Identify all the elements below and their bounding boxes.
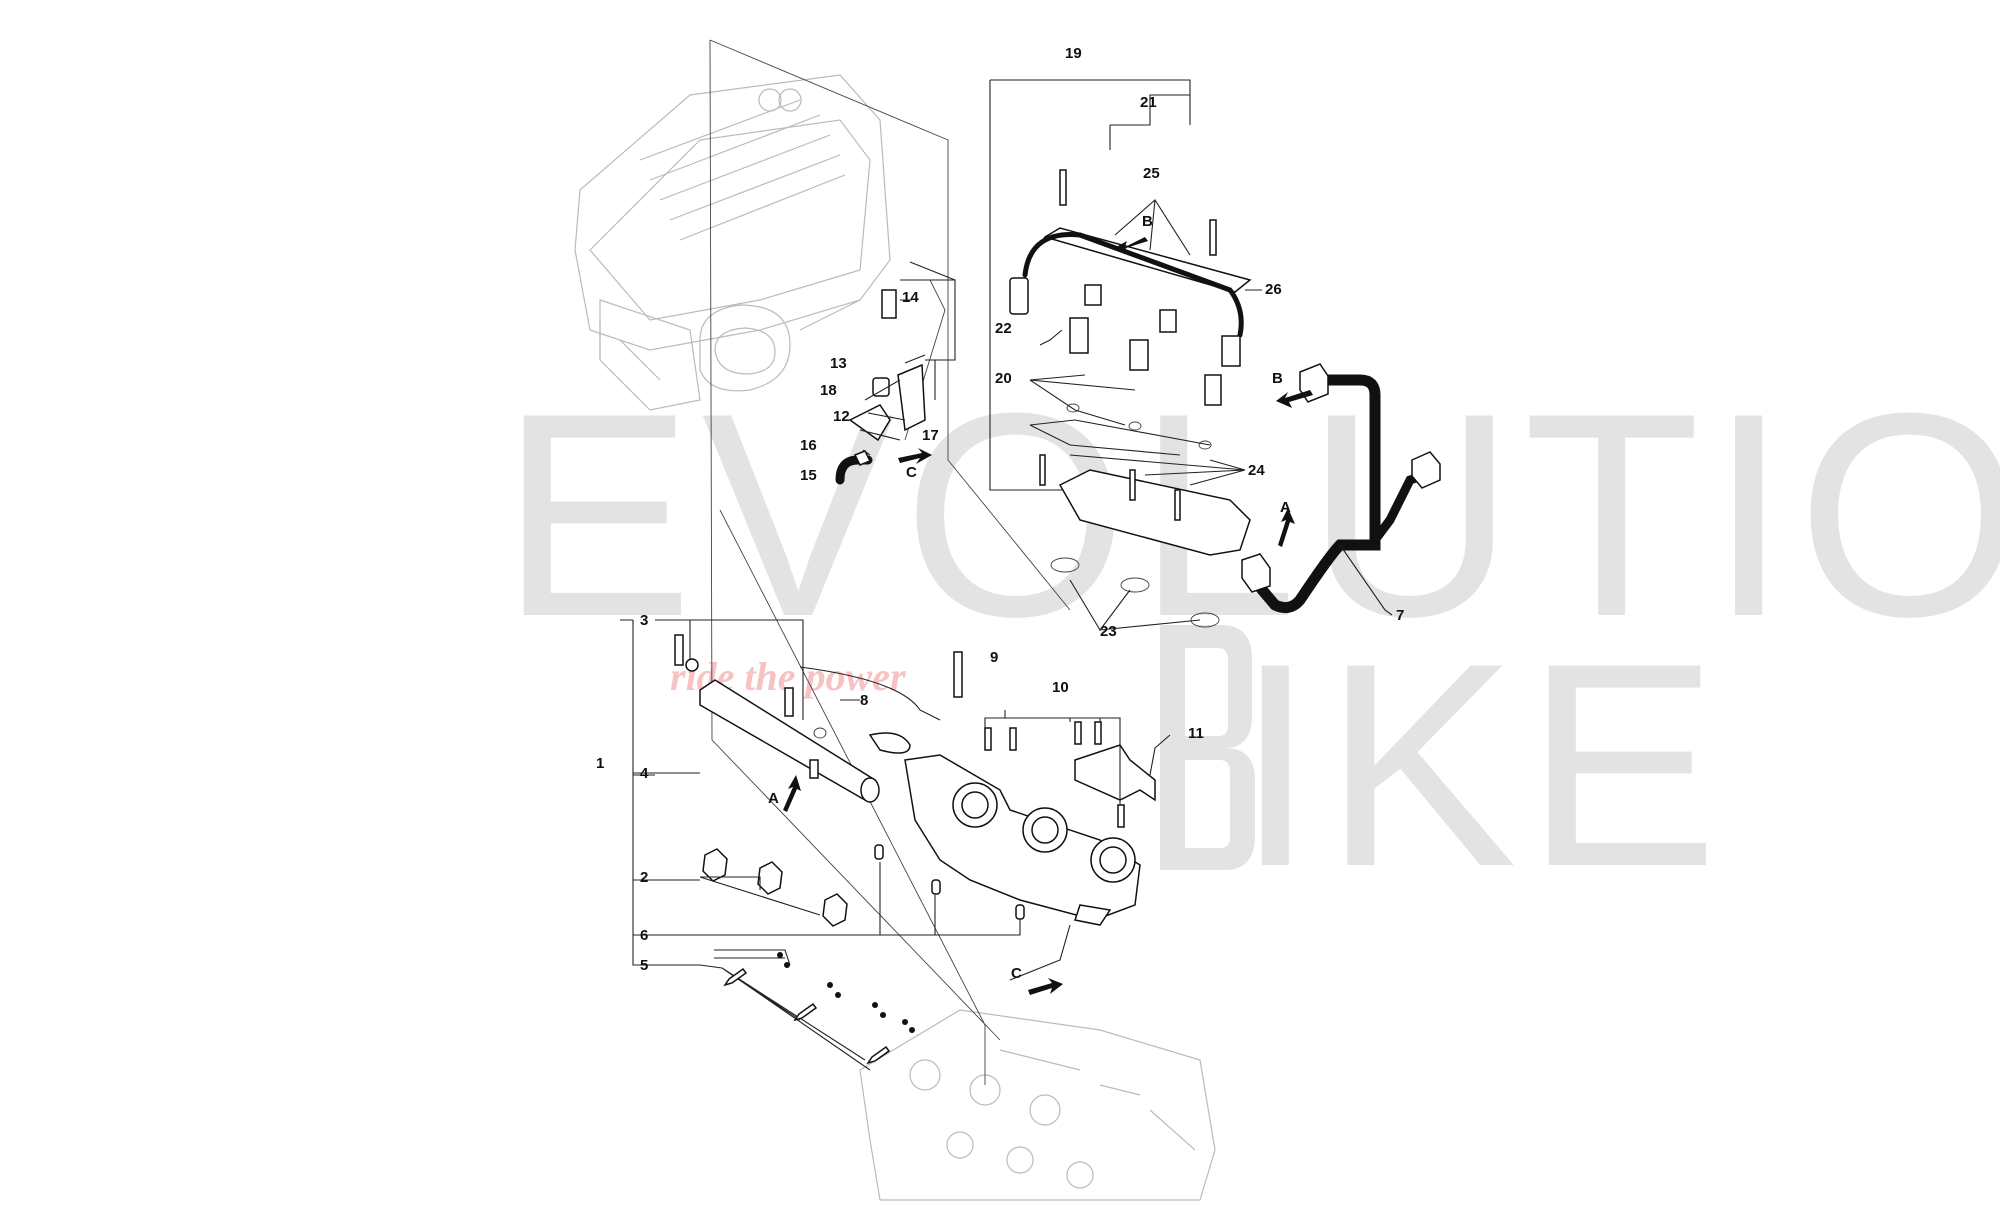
- callout-15: 15: [800, 467, 817, 484]
- callout-25: 25: [1143, 165, 1160, 182]
- arrow-b-rail: [1118, 237, 1148, 252]
- watermark-word-evolution: EVOLUTION: [500, 353, 2000, 677]
- callout-12: 12: [833, 408, 850, 425]
- callout-18: 18: [820, 382, 837, 399]
- callout-2: 2: [640, 869, 648, 886]
- callout-5: 5: [640, 957, 648, 974]
- callout-3: 3: [640, 612, 648, 629]
- callout-7: 7: [1396, 607, 1404, 624]
- arrow-label-c-body: C: [1011, 965, 1022, 982]
- callout-8: 8: [860, 692, 868, 709]
- arrow-label-b-rail: B: [1142, 213, 1153, 230]
- cylinder-head: [859, 1009, 1216, 1201]
- perspective-lines: [709, 39, 1071, 1085]
- watermark-b-glyph: [1160, 625, 1255, 870]
- callout-16: 16: [800, 437, 817, 454]
- callout-4: 4: [640, 765, 649, 782]
- fuel-hose-assembly: [1241, 363, 1441, 616]
- throttle-body-group: [620, 619, 1171, 1071]
- arrow-b-hose: [1276, 390, 1313, 408]
- callout-6: 6: [640, 927, 648, 944]
- arrow-a-rail: [783, 775, 801, 812]
- callout-14: 14: [902, 289, 919, 306]
- airbox-assembly: [574, 74, 891, 411]
- arrow-letter-labels: A A B B C C: [768, 213, 1291, 982]
- arrow-label-a-rail: A: [768, 790, 779, 807]
- arrow-a-hose: [1278, 508, 1295, 547]
- callout-19: 19: [1065, 45, 1082, 62]
- callout-24: 24: [1248, 462, 1265, 479]
- callout-labels: 1 2 3 4 5 6 7 8 9 10 11 12 13 14 15 16 1…: [596, 45, 1404, 974]
- callout-10: 10: [1052, 679, 1069, 696]
- callout-21: 21: [1140, 94, 1157, 111]
- watermark: EVOLUTION IKE ride the power: [500, 353, 2000, 927]
- direction-arrows: [783, 237, 1313, 995]
- arrow-label-a-hose: A: [1280, 499, 1291, 516]
- callout-11: 11: [1188, 725, 1204, 742]
- arrow-c-bracket: [898, 448, 932, 464]
- arrow-label-c-bracket: C: [906, 464, 917, 481]
- bracket-group: [835, 261, 956, 485]
- callout-17: 17: [922, 427, 939, 444]
- watermark-word-ike: IKE: [1235, 603, 1726, 927]
- arrow-c-body: [1028, 978, 1063, 995]
- callout-26: 26: [1265, 281, 1282, 298]
- callout-23: 23: [1100, 623, 1117, 640]
- callout-9: 9: [990, 649, 998, 666]
- upper-fuel-rail-group: [989, 79, 1262, 631]
- callout-20: 20: [995, 370, 1012, 387]
- arrow-label-b-hose: B: [1272, 370, 1283, 387]
- callout-22: 22: [995, 320, 1012, 337]
- callout-1: 1: [596, 755, 604, 772]
- callout-13: 13: [830, 355, 847, 372]
